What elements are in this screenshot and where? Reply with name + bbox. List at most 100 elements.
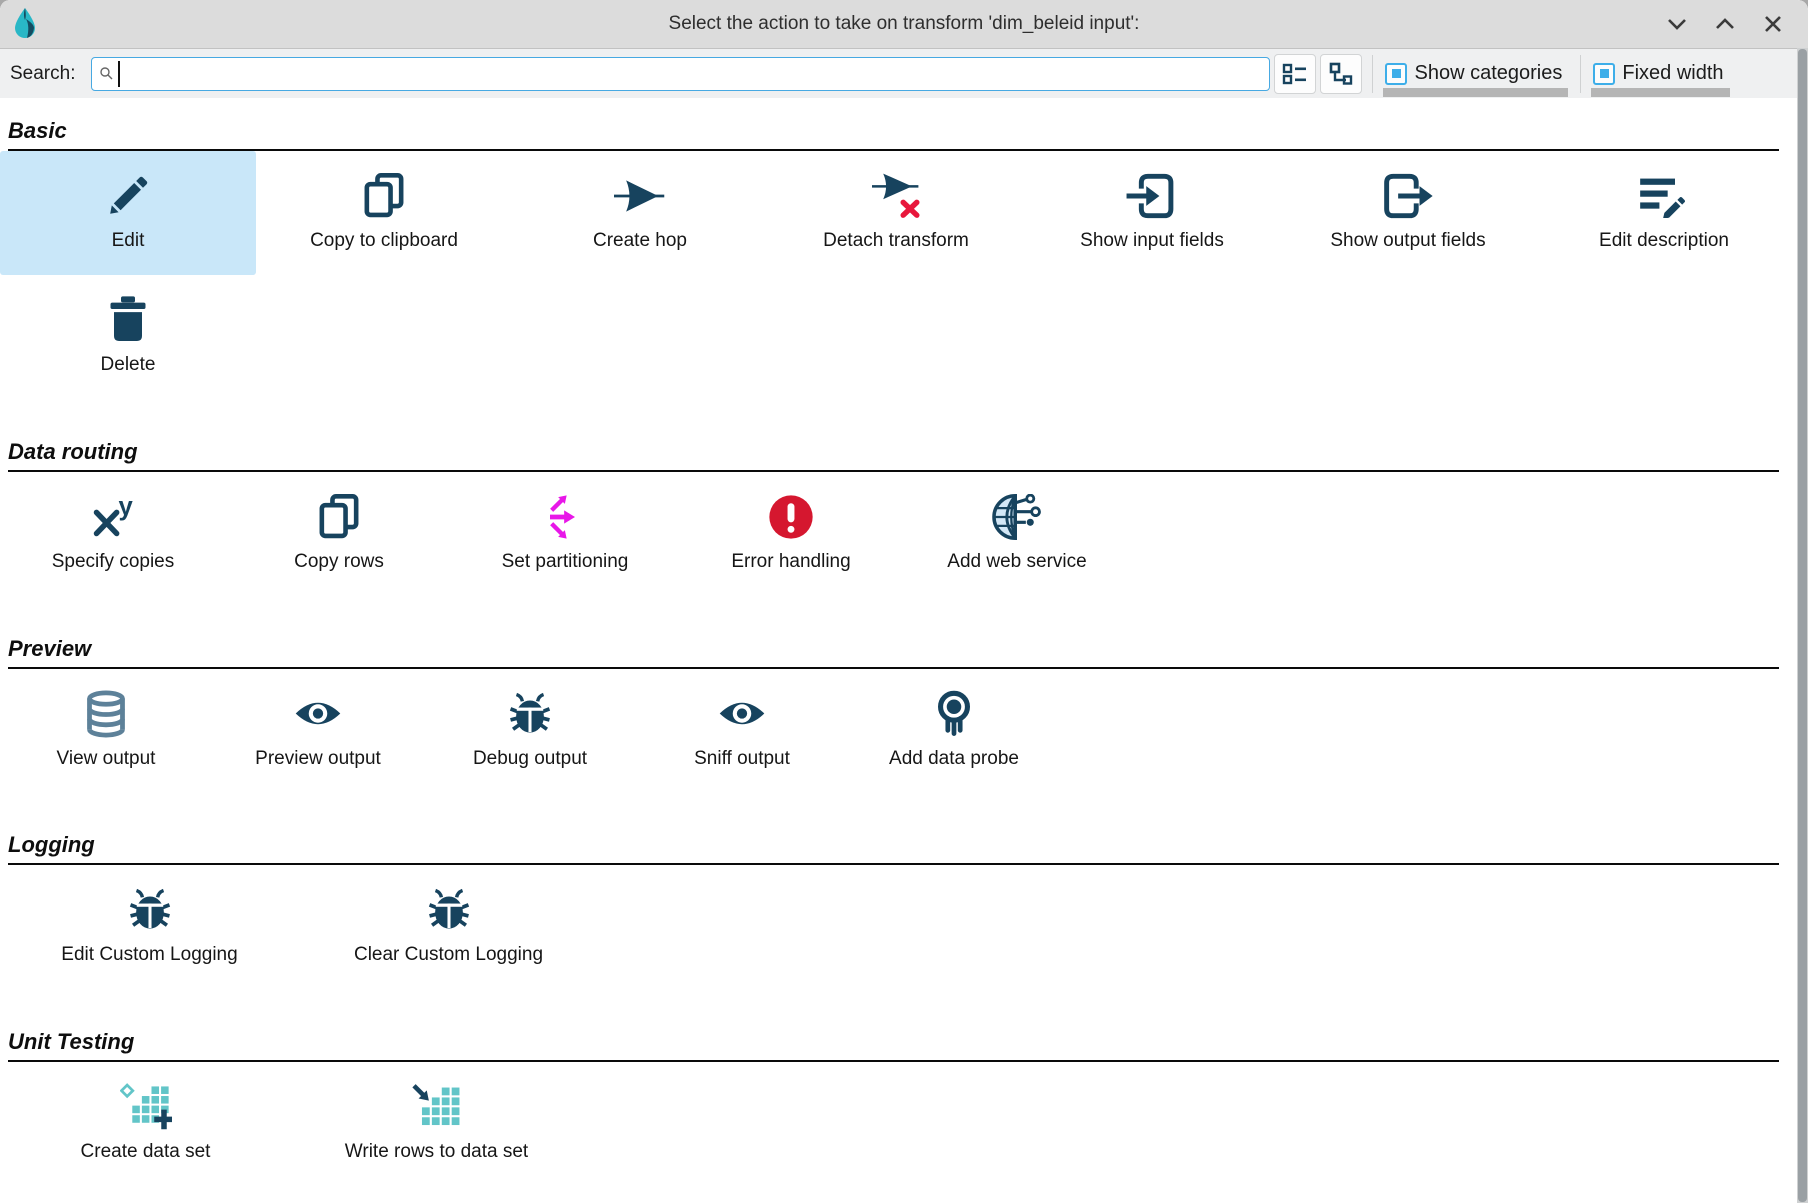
action-label: Error handling <box>731 550 851 572</box>
minimize-button[interactable] <box>1664 11 1690 37</box>
action-debug-output[interactable]: Debug output <box>424 669 636 793</box>
trash-icon <box>107 295 149 345</box>
section-unit-testing: Unit Testing Create data set Write rows … <box>0 1029 1797 1186</box>
action-label: Add data probe <box>889 747 1019 769</box>
fixed-width-toggle[interactable]: Fixed width <box>1591 49 1731 98</box>
action-row: Create data set Write rows to data set <box>0 1062 1797 1186</box>
pencil-icon <box>104 171 152 221</box>
action-label: Delete <box>100 353 156 375</box>
toolbar-divider <box>1372 54 1374 93</box>
section-header: Data routing <box>8 439 1779 472</box>
bug-icon <box>427 885 471 935</box>
toolbar-divider <box>1580 54 1582 93</box>
action-edit-custom-logging[interactable]: Edit Custom Logging <box>0 865 299 989</box>
fixed-width-checkbox[interactable] <box>1593 62 1616 85</box>
action-label: View output <box>56 747 156 769</box>
action-delete[interactable]: Delete <box>0 275 256 399</box>
close-icon <box>1765 16 1781 32</box>
action-label: Set partitioning <box>501 550 629 572</box>
error-icon <box>768 492 814 542</box>
tree-view-icon <box>1330 62 1353 85</box>
search-input[interactable] <box>91 56 1271 91</box>
list-view-button[interactable] <box>1274 53 1317 94</box>
action-row: Edit Custom Logging Clear Custom Logging <box>0 865 1797 989</box>
hop-arrow-icon <box>614 171 666 221</box>
action-create-data-set[interactable]: Create data set <box>0 1062 291 1186</box>
action-label: Detach transform <box>823 230 969 251</box>
bug-icon <box>508 689 552 739</box>
section-logging: Logging Edit Custom Logging Clear Custom… <box>0 832 1797 989</box>
probe-icon <box>934 689 974 739</box>
action-copy-rows[interactable]: Copy rows <box>226 472 452 596</box>
toolbar-strip <box>1591 88 1730 97</box>
action-detach-transform[interactable]: Detach transform <box>768 151 1024 275</box>
action-row: View output Preview output Debug output … <box>0 669 1797 793</box>
chevron-up-icon <box>1716 18 1734 29</box>
search-text-field[interactable] <box>114 60 1270 87</box>
detach-arrow-icon <box>868 171 924 221</box>
tree-view-button[interactable] <box>1320 53 1363 94</box>
action-edit[interactable]: Edit <box>0 151 256 275</box>
action-create-hop[interactable]: Create hop <box>512 151 768 275</box>
action-show-input-fields[interactable]: Show input fields <box>1024 151 1280 275</box>
action-write-rows-to-data-set[interactable]: Write rows to data set <box>291 1062 582 1186</box>
section-basic: Basic Edit Copy to clipboard Create hop … <box>0 118 1797 399</box>
action-view-output[interactable]: View output <box>0 669 212 793</box>
titlebar: Select the action to take on transform '… <box>0 0 1808 49</box>
action-label: Specify copies <box>51 550 175 572</box>
action-label: Edit description <box>1599 230 1729 251</box>
chevron-down-icon <box>1668 19 1686 30</box>
toolbar: Search: Sh <box>0 49 1808 99</box>
action-row: Delete <box>0 275 1797 399</box>
dataset-create-icon <box>119 1082 172 1132</box>
show-categories-label: Show categories <box>1414 62 1563 84</box>
section-header: Unit Testing <box>8 1029 1779 1063</box>
action-label: Create hop <box>592 230 687 251</box>
action-edit-description[interactable]: Edit description <box>1536 151 1792 275</box>
section-preview: Preview View output Preview output Debug… <box>0 636 1797 793</box>
partition-arrows-icon <box>545 492 585 542</box>
action-clear-custom-logging[interactable]: Clear Custom Logging <box>299 865 598 989</box>
xy-copies-icon: y <box>90 492 136 542</box>
vertical-scrollbar[interactable] <box>1797 48 1808 1203</box>
action-label: Debug output <box>472 747 588 769</box>
action-label: Write rows to data set <box>344 1141 529 1163</box>
section-header: Basic <box>8 118 1779 151</box>
action-list: Basic Edit Copy to clipboard Create hop … <box>0 98 1797 1203</box>
maximize-button[interactable] <box>1712 11 1738 37</box>
action-show-output-fields[interactable]: Show output fields <box>1280 151 1536 275</box>
edit-description-icon <box>1640 171 1688 221</box>
scrollbar-thumb[interactable] <box>1798 49 1807 1202</box>
fixed-width-label: Fixed width <box>1622 62 1724 84</box>
web-service-icon <box>992 492 1042 542</box>
dataset-write-icon <box>411 1082 462 1132</box>
search-icon <box>100 67 113 80</box>
action-error-handling[interactable]: Error handling <box>678 472 904 596</box>
eye-icon <box>294 689 342 739</box>
action-sniff-output[interactable]: Sniff output <box>636 669 848 793</box>
close-button[interactable] <box>1760 11 1786 37</box>
action-copy-to-clipboard[interactable]: Copy to clipboard <box>256 151 512 275</box>
eye-icon <box>718 689 766 739</box>
show-categories-checkbox[interactable] <box>1385 62 1408 85</box>
action-label: Edit <box>111 230 145 251</box>
show-categories-toggle[interactable]: Show categories <box>1383 49 1570 98</box>
output-fields-icon <box>1381 171 1435 221</box>
action-label: Create data set <box>80 1141 211 1163</box>
action-add-web-service[interactable]: Add web service <box>904 472 1130 596</box>
list-view-icon <box>1283 63 1307 84</box>
action-label: Edit Custom Logging <box>61 944 238 966</box>
action-label: Copy rows <box>294 550 384 572</box>
section-header: Logging <box>8 832 1779 866</box>
database-icon <box>84 689 128 739</box>
toolbar-strip <box>1383 88 1569 97</box>
action-set-partitioning[interactable]: Set partitioning <box>452 472 678 596</box>
text-caret <box>118 60 121 87</box>
action-preview-output[interactable]: Preview output <box>212 669 424 793</box>
action-add-data-probe[interactable]: Add data probe <box>848 669 1060 793</box>
bug-icon <box>128 885 172 935</box>
section-header: Preview <box>8 636 1779 669</box>
